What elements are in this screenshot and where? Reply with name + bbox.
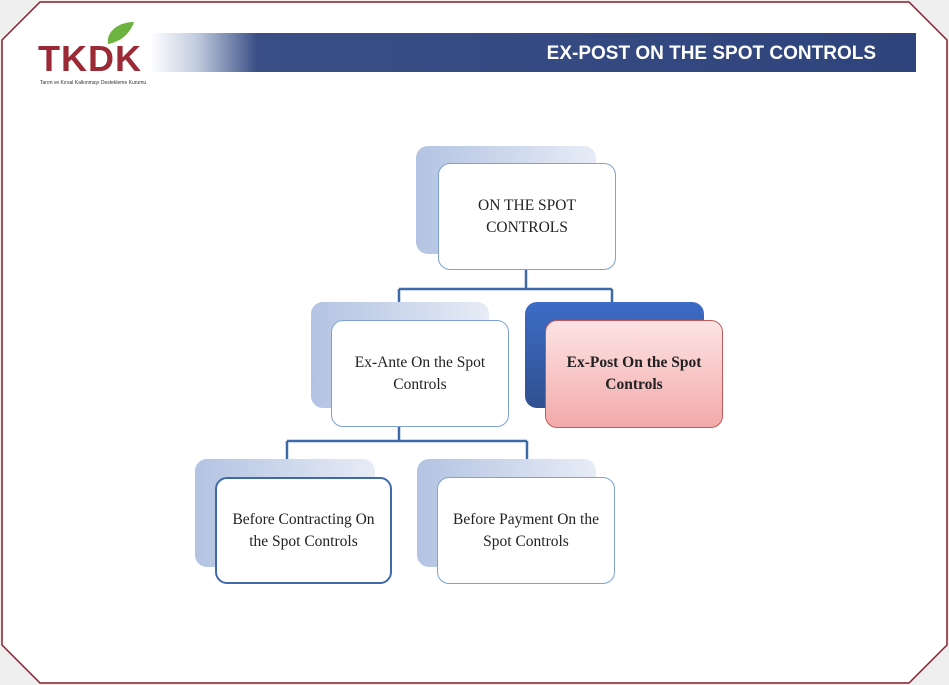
ex-post-node: Ex-Post On the Spot Controls xyxy=(545,320,723,428)
logo-subtext: Tarım ve Kırsal Kalkınmayı Destekleme Ku… xyxy=(40,80,147,86)
tkdk-logo: TKDK Tarım ve Kırsal Kalkınmayı Destekle… xyxy=(38,22,188,90)
before-contracting-node: Before Contracting On the Spot Controls xyxy=(215,477,392,584)
root-node: ON THE SPOT CONTROLS xyxy=(438,163,616,270)
before-payment-node: Before Payment On the Spot Controls xyxy=(437,477,615,584)
header-bar: EX-POST ON THE SPOT CONTROLS xyxy=(150,33,916,72)
page-title: EX-POST ON THE SPOT CONTROLS xyxy=(546,43,876,64)
logo-text: TKDK xyxy=(38,38,142,79)
ex-ante-node: Ex-Ante On the Spot Controls xyxy=(331,320,509,427)
leaf-icon xyxy=(107,22,134,44)
